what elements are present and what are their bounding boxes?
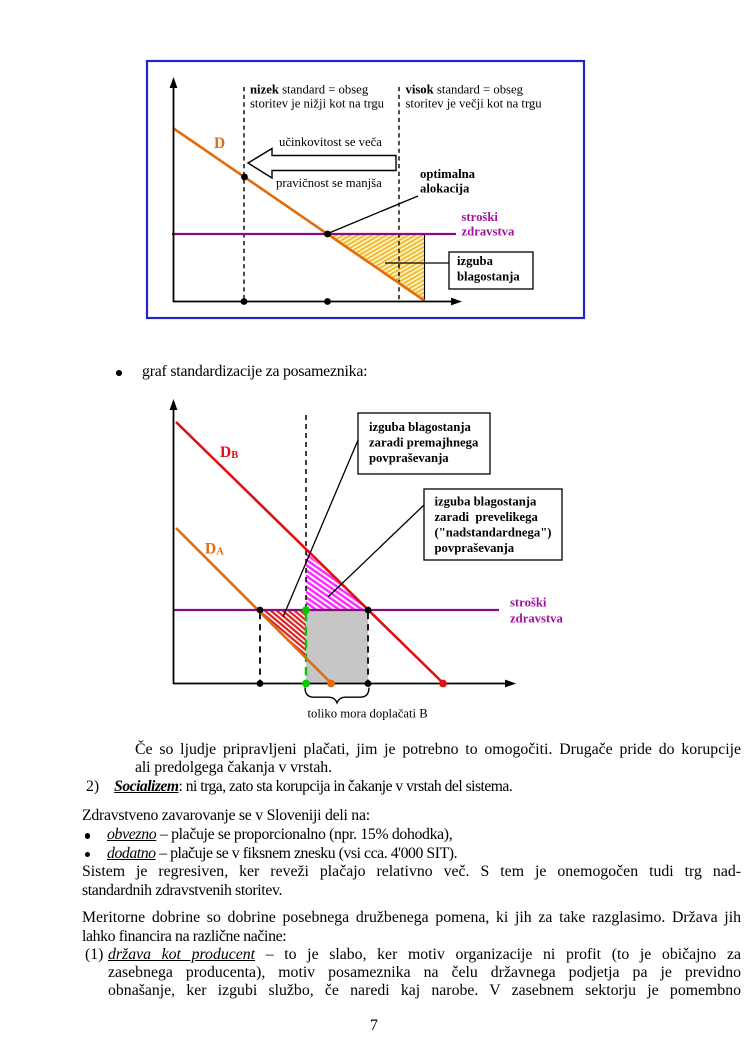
svg-text:nizek standard = obseg: nizek standard = obseg [250, 83, 369, 97]
svg-text:DA: DA [205, 541, 224, 558]
svg-text:pravičnost se manjša: pravičnost se manjša [276, 176, 382, 190]
svg-text:zaradi premajhnega: zaradi premajhnega [369, 436, 479, 450]
svg-text:zdravstva: zdravstva [462, 224, 516, 238]
svg-text:blagostanja: blagostanja [457, 270, 520, 284]
svg-text:stroški: stroški [462, 210, 499, 224]
svg-text:storitev je nižji kot na trgu: storitev je nižji kot na trgu [250, 97, 385, 111]
svg-text:povpraševanja: povpraševanja [435, 541, 515, 555]
svg-text:stroški: stroški [510, 596, 547, 610]
svg-text:("nadstandardnega"): ("nadstandardnega") [435, 526, 552, 540]
svg-text:DB: DB [220, 444, 238, 461]
svg-text:izguba blagostanja: izguba blagostanja [435, 495, 538, 509]
svg-text:optimalna: optimalna [420, 167, 476, 181]
svg-text:storitev je večji kot na trgu: storitev je večji kot na trgu [406, 97, 543, 111]
svg-text:alokacija: alokacija [420, 182, 470, 196]
svg-text:zdravstva: zdravstva [510, 612, 564, 626]
svg-text:izguba blagostanja: izguba blagostanja [369, 420, 472, 434]
svg-text:izguba: izguba [457, 254, 494, 268]
svg-text:povpraševanja: povpraševanja [369, 451, 449, 465]
svg-text:D: D [214, 135, 225, 152]
svg-text:zaradi prevelikega: zaradi prevelikega [435, 510, 539, 524]
svg-text:visok standard = obseg: visok standard = obseg [406, 83, 524, 97]
svg-text:toliko mora doplačati B: toliko mora doplačati B [308, 707, 428, 721]
svg-text:učinkovitost se veča: učinkovitost se veča [279, 135, 382, 149]
